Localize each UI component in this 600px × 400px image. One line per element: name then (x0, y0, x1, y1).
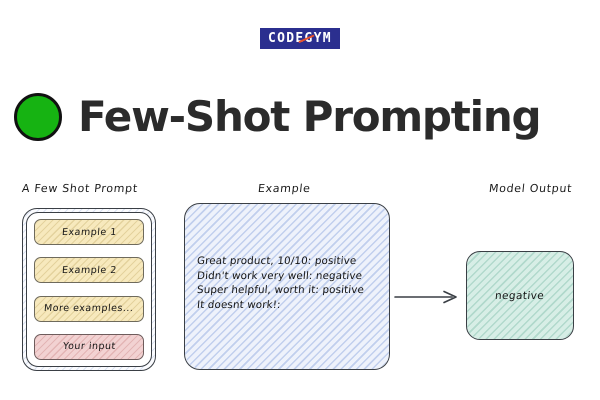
prompt-card-example-1[interactable]: Example 1 (34, 219, 144, 245)
prompt-card-label: Your input (62, 341, 116, 353)
prompt-card-label: More examples... (43, 303, 135, 315)
prompt-card-label: Example 1 (61, 226, 117, 238)
page-title: Few-Shot Prompting (78, 92, 542, 141)
prompt-card-example-2[interactable]: Example 2 (34, 257, 144, 284)
page-title-row: Few-Shot Prompting (14, 92, 542, 141)
model-output-value: negative (494, 289, 546, 302)
green-circle-icon (14, 92, 62, 141)
flow-arrow-icon (394, 290, 457, 304)
example-line: Great product, 10/10: positive (196, 255, 357, 267)
logo-bar: CODEGYM (0, 28, 600, 49)
codegym-logo: CODEGYM (260, 28, 340, 49)
codegym-logo-text: CODEGYM (268, 31, 332, 46)
example-line: Didn't work very well: negative (196, 269, 363, 282)
example-line: Super helpful, worth it: positive (196, 284, 365, 297)
example-line: It doesnt work!: (196, 298, 282, 311)
prompt-card-more-examples[interactable]: More examples... (34, 295, 144, 322)
caption-model-output: Model Output (488, 182, 573, 195)
example-prompt-box: Great product, 10/10: positive Didn't wo… (184, 203, 390, 370)
caption-few-shot-prompt: A Few Shot Prompt (21, 182, 139, 195)
example-text-block: Great product, 10/10: positive Didn't wo… (197, 254, 383, 312)
prompt-card-your-input[interactable]: Your input (34, 333, 144, 360)
prompt-stack-container: Example 1 Example 2 More examples... You… (26, 212, 152, 367)
model-output-box: negative (466, 251, 574, 340)
caption-example: Example (257, 182, 312, 195)
prompt-card-label: Example 2 (61, 264, 117, 276)
